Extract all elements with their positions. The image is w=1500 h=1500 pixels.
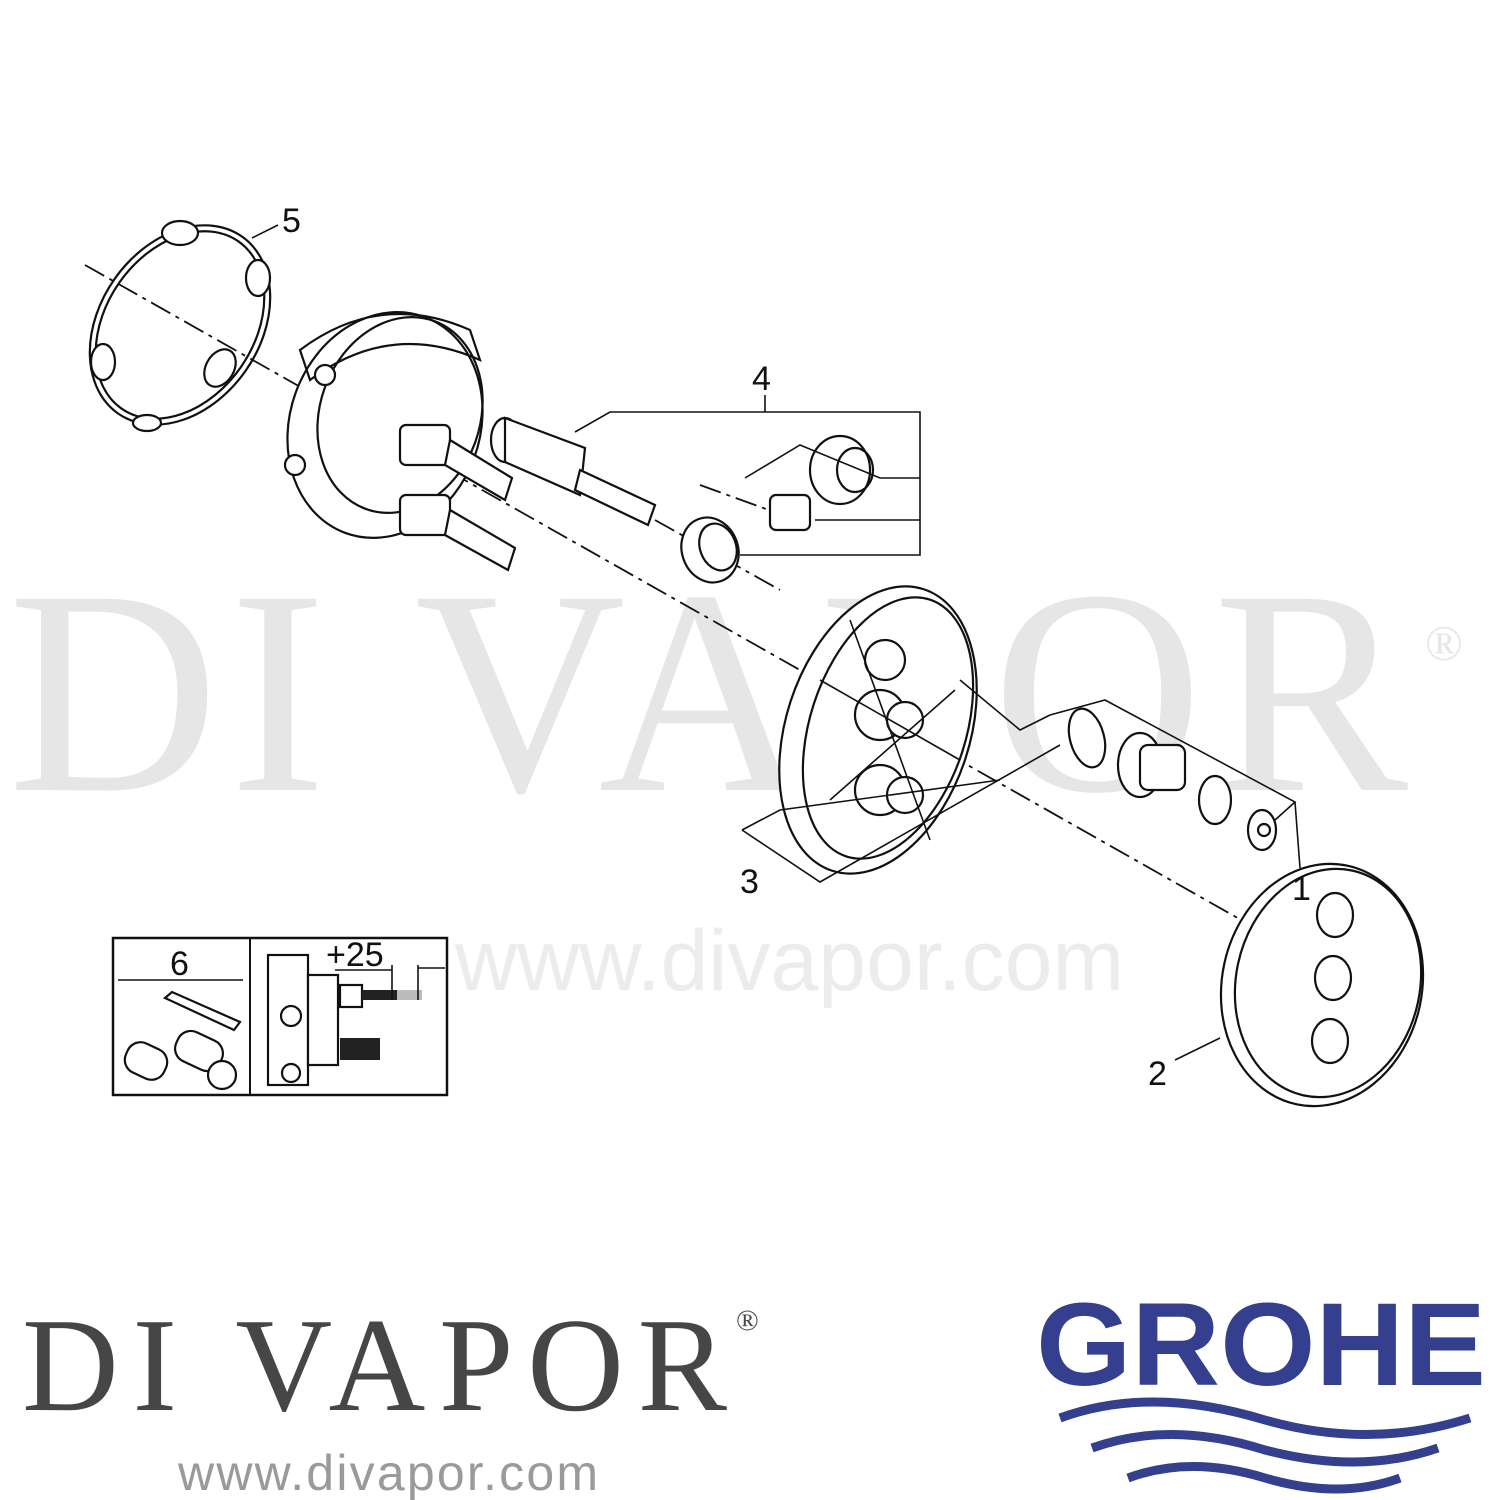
footer-registered: ® xyxy=(736,1304,759,1337)
part-3-mounting-plate xyxy=(778,585,978,875)
label-part-2: 2 xyxy=(1148,1055,1167,1093)
part-2-leader xyxy=(1174,1037,1221,1061)
part-1-button-assembly xyxy=(1067,707,1278,852)
footer-url: www.divapor.com xyxy=(177,1445,598,1500)
part-1-leader xyxy=(1294,801,1301,869)
watermark: DI VAPOR ® www.divapor.com xyxy=(8,531,1463,1009)
label-part-5: 5 xyxy=(282,202,301,240)
part-4-leader xyxy=(744,444,920,479)
wave-icon xyxy=(1058,1397,1472,1439)
watermark-name: DI VAPOR xyxy=(8,531,1409,854)
assembly-axis xyxy=(84,264,1251,926)
watermark-url: www.divapor.com xyxy=(454,913,1124,1009)
wave-icon xyxy=(1126,1462,1402,1494)
part-5-gasket xyxy=(88,219,279,433)
grohe-wordmark: GROHE xyxy=(1036,1279,1486,1411)
axis-segment xyxy=(654,519,781,591)
accessory-inset: 6 +25 xyxy=(111,936,449,1097)
watermark-registered: ® xyxy=(1425,615,1463,671)
divapor-logo: DI VAPOR ® www.divapor.com xyxy=(22,1291,759,1500)
label-part-4: 4 xyxy=(752,360,771,398)
footer-brand: DI VAPOR xyxy=(22,1291,728,1439)
label-part-3: 3 xyxy=(740,863,759,901)
part-4-bracket xyxy=(574,411,921,556)
wave-icon xyxy=(1090,1430,1440,1467)
label-part-1: 1 xyxy=(1292,870,1311,908)
label-part-6: 6 xyxy=(170,945,189,983)
part-3-leader xyxy=(959,679,1051,731)
part-2-cover-plate xyxy=(1219,862,1425,1108)
part-3-bracket xyxy=(741,744,1061,883)
grohe-logo: GROHE xyxy=(1036,1279,1486,1494)
part-3-bracket xyxy=(741,779,1001,831)
valve-body xyxy=(283,311,517,572)
part-4-cartridge xyxy=(489,416,875,584)
dimension-label: +25 xyxy=(326,936,384,974)
part-1-bracket xyxy=(1049,699,1297,821)
